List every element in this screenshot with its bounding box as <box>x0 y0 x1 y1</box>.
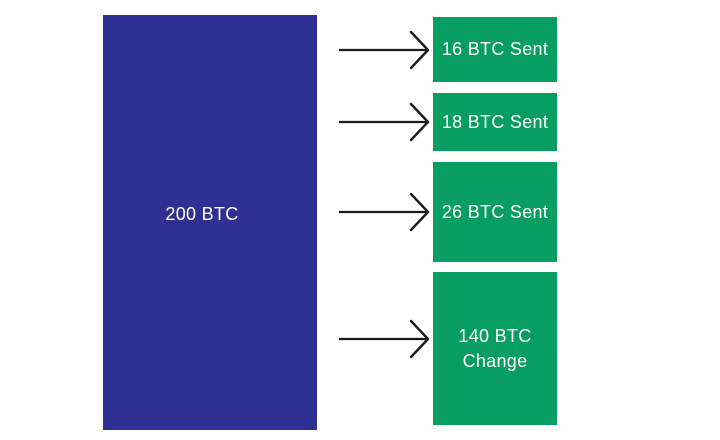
output-box-26-btc-sent: 26 BTC Sent <box>433 162 557 262</box>
arrow-icon <box>339 192 430 232</box>
output-box-label-line1: 140 BTC <box>458 325 532 346</box>
output-box-label-line2: Change <box>462 350 528 371</box>
arrow-icon <box>339 319 430 359</box>
input-box-200-btc: 200 BTC <box>103 15 317 430</box>
output-box-label: 18 BTC Sent <box>441 111 549 132</box>
output-box-140-btc-change: 140 BTC Change <box>433 272 557 425</box>
arrow-icon <box>339 102 430 142</box>
output-box-label: 16 BTC Sent <box>441 39 549 59</box>
output-box-label: 26 BTC Sent <box>441 201 549 222</box>
input-box-label: 200 BTC <box>165 204 239 224</box>
output-box-16-btc-sent: 16 BTC Sent <box>433 17 557 82</box>
output-box-18-btc-sent: 18 BTC Sent <box>433 93 557 151</box>
arrow-icon <box>339 30 430 70</box>
